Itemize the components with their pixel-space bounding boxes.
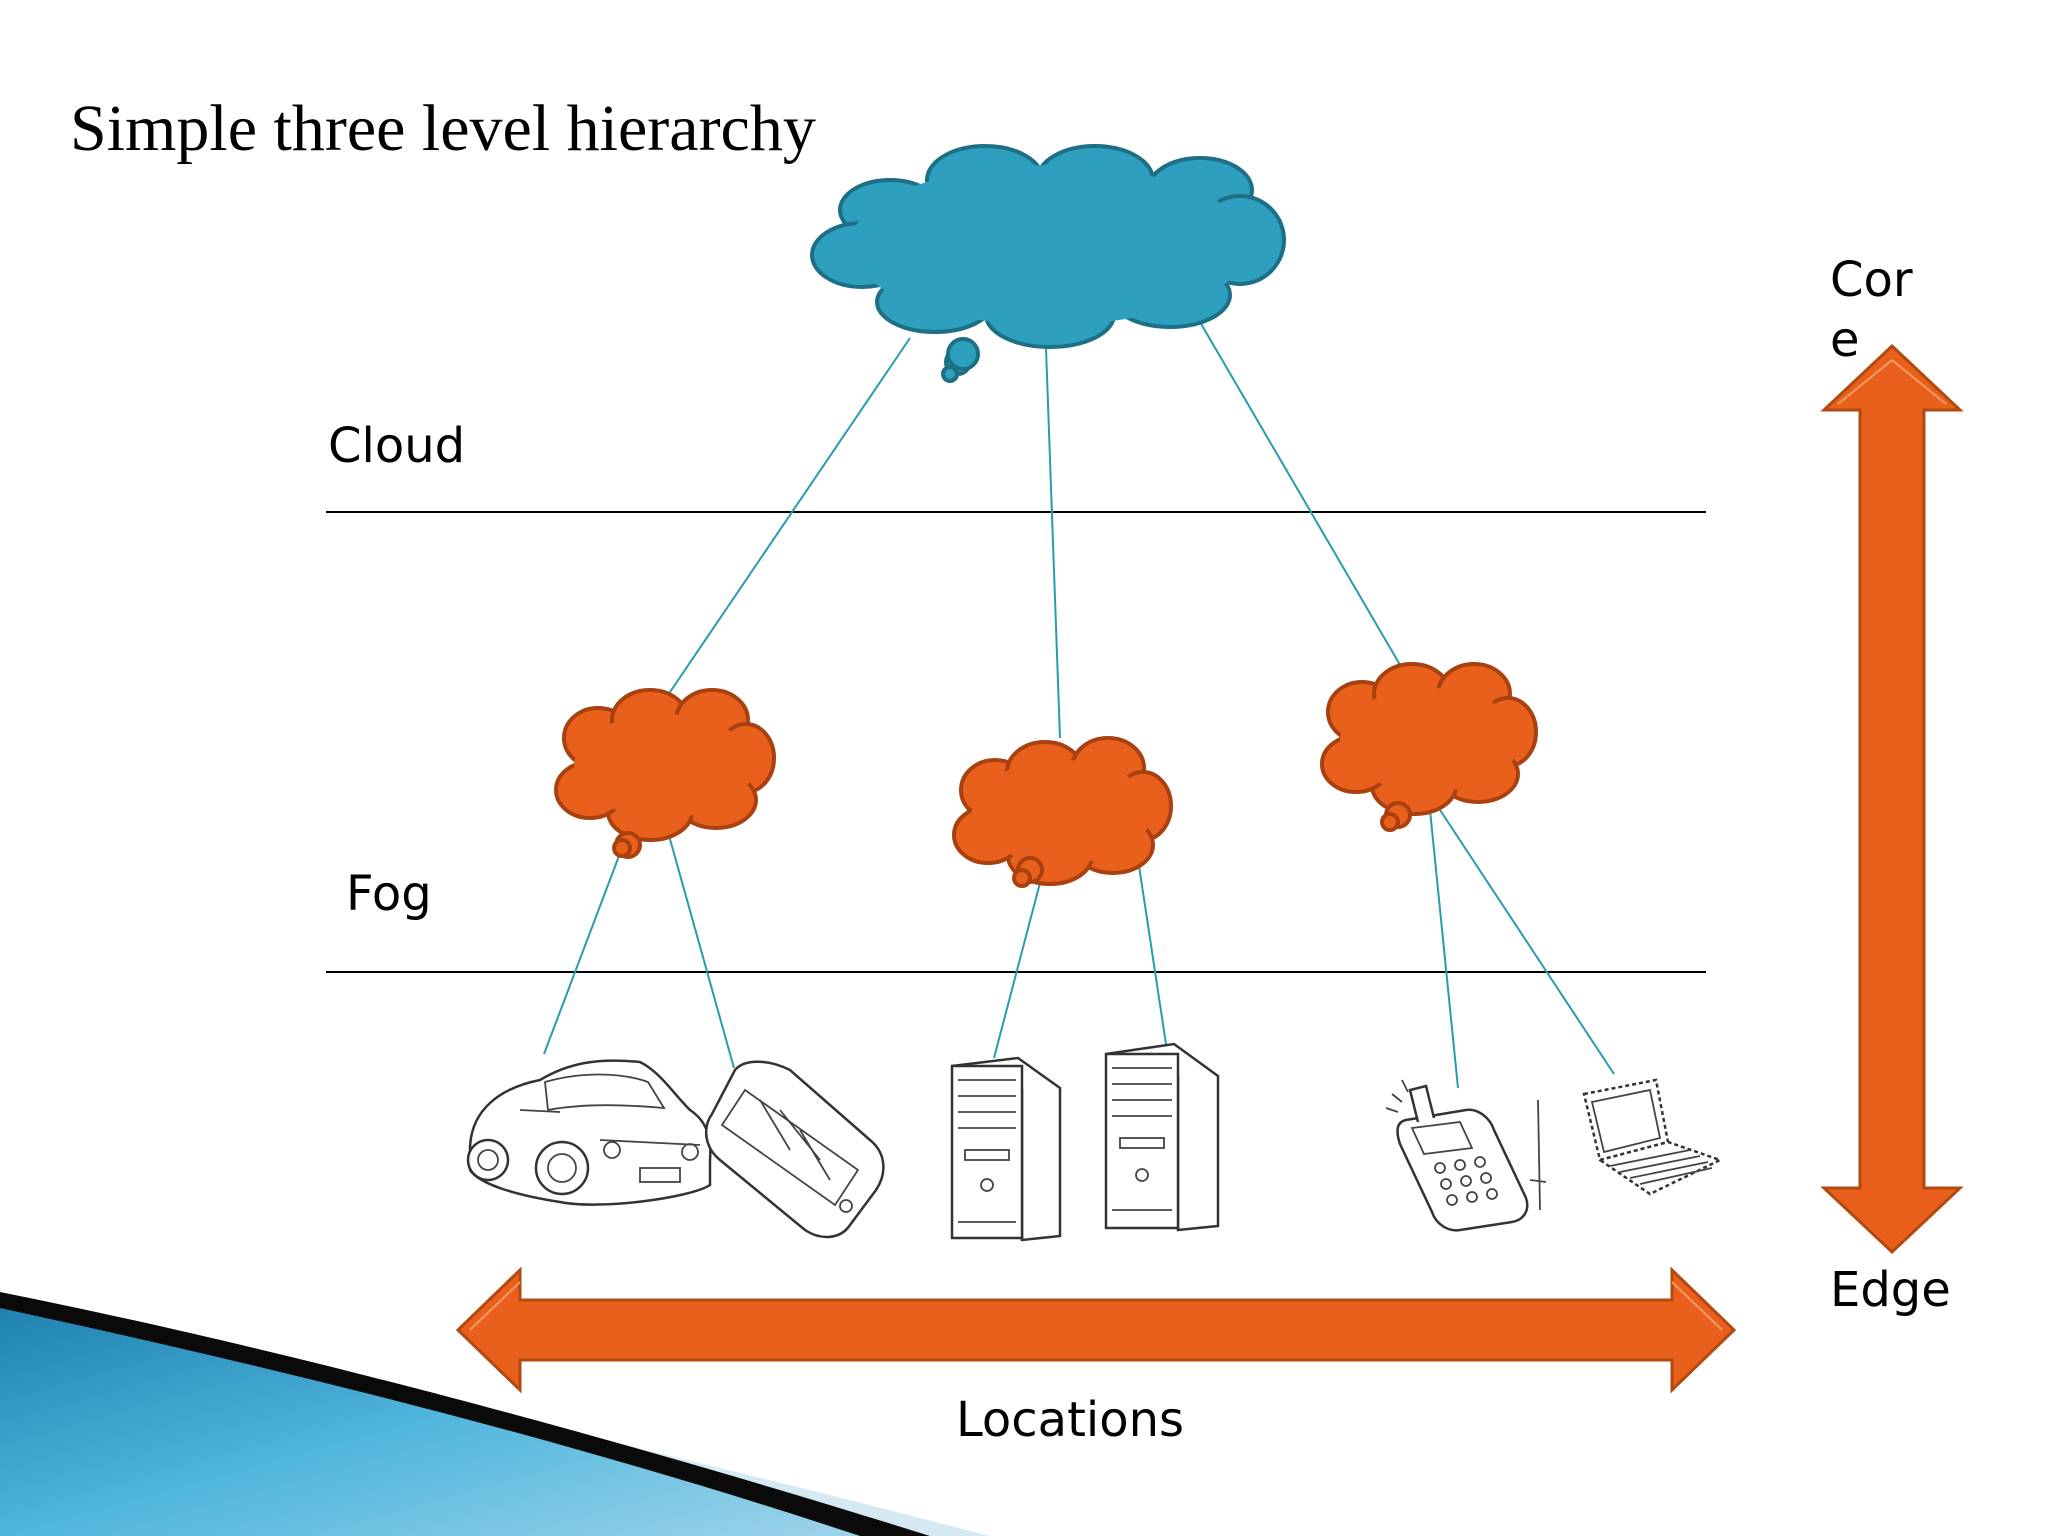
core-edge-double-arrow [1820, 343, 1964, 1255]
fog-layer-label: Fog [346, 866, 432, 922]
link-fog-server-right [1135, 845, 1167, 1045]
core-cloud-icon [810, 144, 1286, 383]
fog-cloud-right-icon [1320, 662, 1538, 832]
link-fog-car [543, 847, 623, 1055]
locations-label: Locations [956, 1392, 1184, 1448]
link-fog-server-left [993, 859, 1047, 1059]
locations-double-arrow [455, 1266, 1737, 1394]
laptop-icon [1582, 1078, 1724, 1196]
connector-links [543, 321, 1615, 1089]
desktop-tower-icon [950, 1056, 1062, 1242]
core-label-line1: Cor [1830, 252, 1913, 308]
core-label-line2: e [1830, 312, 1860, 368]
link-fog-cellphone [1429, 809, 1459, 1089]
link-fog-smartphone [667, 831, 735, 1069]
arrow-highlight [469, 1281, 1723, 1331]
smartphone-icon [704, 1060, 885, 1239]
fog-cloud-middle-icon [952, 736, 1173, 888]
arrow-highlight [1837, 359, 1947, 405]
link-cloud-fog-right [1199, 321, 1425, 707]
slide-title: Simple three level hierarchy [70, 92, 816, 165]
link-cloud-fog-left [667, 337, 911, 696]
corner-swoosh-decoration [0, 1292, 990, 1536]
car-icon [466, 1059, 712, 1206]
edge-label: Edge [1830, 1262, 1951, 1318]
cloud-layer-label: Cloud [328, 418, 465, 474]
cellphone-icon [1385, 1079, 1547, 1232]
link-fog-laptop [1439, 809, 1615, 1075]
fog-cloud-left-icon [554, 688, 776, 859]
link-cloud-fog-middle [1045, 347, 1061, 739]
desktop-tower-icon [1104, 1042, 1220, 1232]
